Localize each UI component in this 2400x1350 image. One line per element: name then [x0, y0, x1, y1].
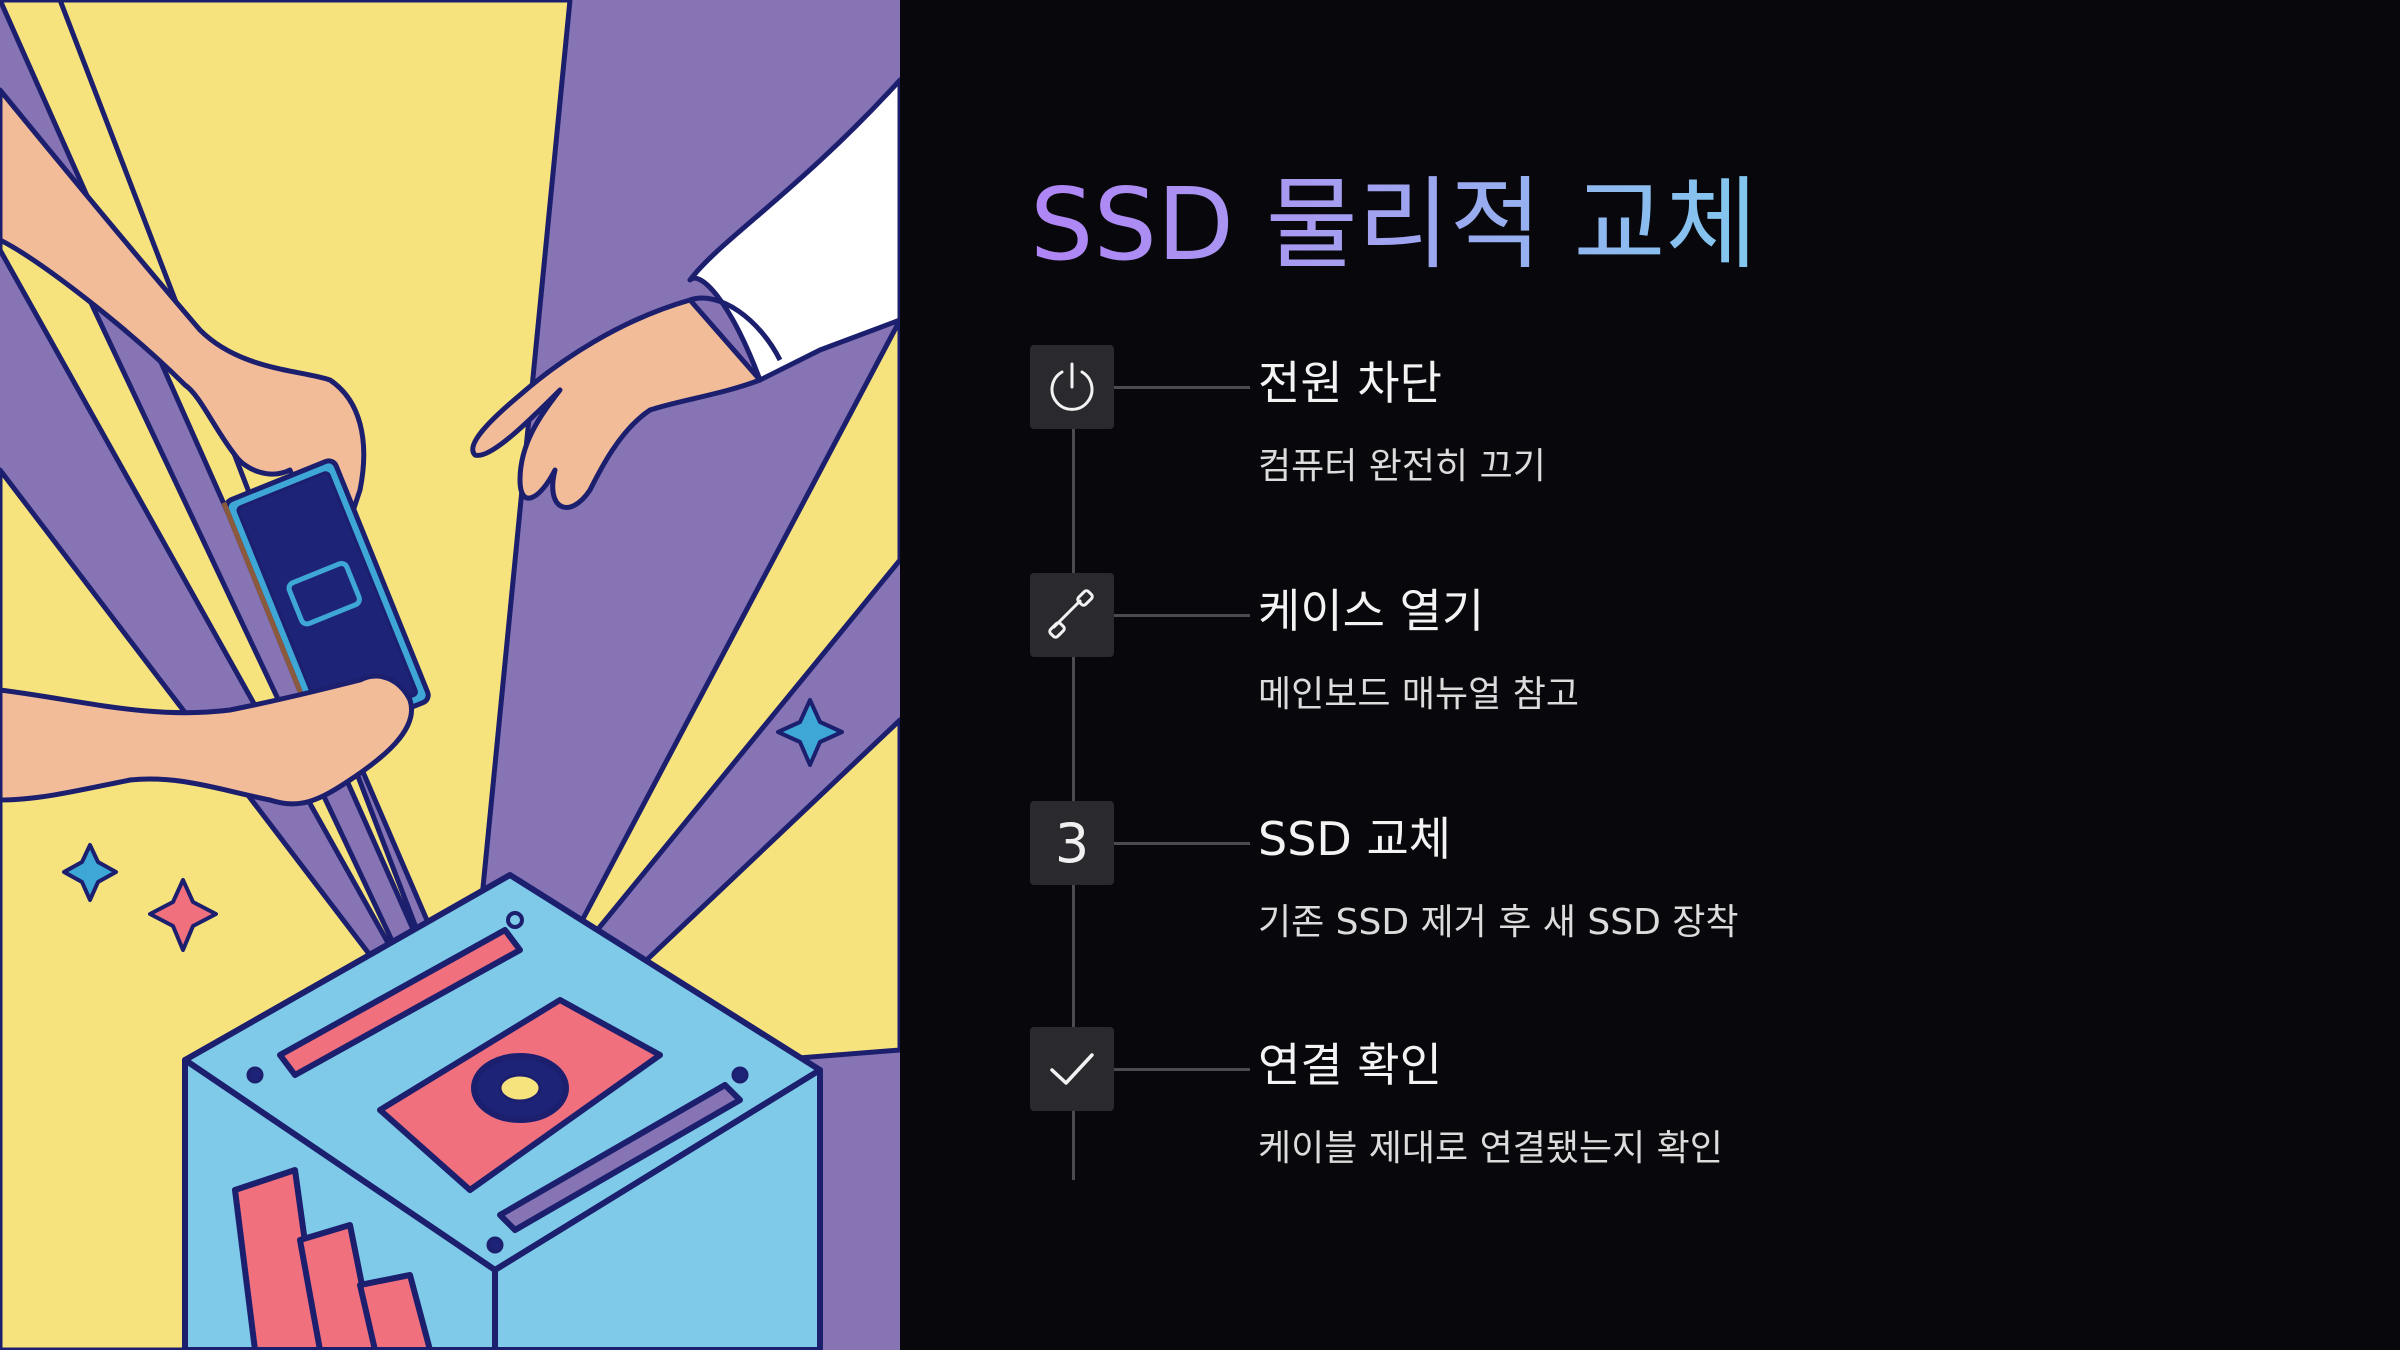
- step-replace-ssd: 3 SSD 교체 기존 SSD 제거 후 새 SSD 장착: [1030, 801, 2230, 1001]
- step-connector: [1114, 842, 1250, 845]
- step-description: 기존 SSD 제거 후 새 SSD 장착: [1258, 902, 1739, 943]
- step-connector: [1114, 614, 1250, 617]
- step-title: SSD 교체: [1258, 812, 1452, 866]
- step-connector: [1114, 386, 1250, 389]
- step-check-connection: 연결 확인 케이블 제대로 연결됐는지 확인: [1030, 1027, 2230, 1227]
- step-open-case: 케이스 열기 메인보드 매뉴얼 참고: [1030, 573, 2230, 773]
- step-title: 전원 차단: [1258, 356, 1442, 410]
- step-number: 3: [1030, 801, 1114, 885]
- step-connector: [1114, 1068, 1250, 1071]
- step-number-label: 3: [1054, 811, 1090, 875]
- step-description: 케이블 제대로 연결됐는지 확인: [1258, 1128, 1723, 1169]
- page-title: SSD 물리적 교체: [1030, 160, 1758, 290]
- ssd-install-illustration: [0, 0, 900, 1350]
- timeline-line: [1072, 385, 1075, 1180]
- checkmark-icon: [1030, 1027, 1114, 1111]
- content-panel: SSD 물리적 교체 전원 차단 컴퓨터 완전히 끄기 케이스 열기 메인보드 …: [900, 0, 2400, 1350]
- step-power-off: 전원 차단 컴퓨터 완전히 끄기: [1030, 345, 2230, 545]
- step-description: 컴퓨터 완전히 끄기: [1258, 446, 1546, 487]
- step-description: 메인보드 매뉴얼 참고: [1258, 674, 1579, 715]
- illustration: [0, 0, 900, 1350]
- wrench-icon: [1030, 573, 1114, 657]
- power-icon: [1030, 345, 1114, 429]
- step-title: 케이스 열기: [1258, 584, 1485, 638]
- step-title: 연결 확인: [1258, 1038, 1442, 1092]
